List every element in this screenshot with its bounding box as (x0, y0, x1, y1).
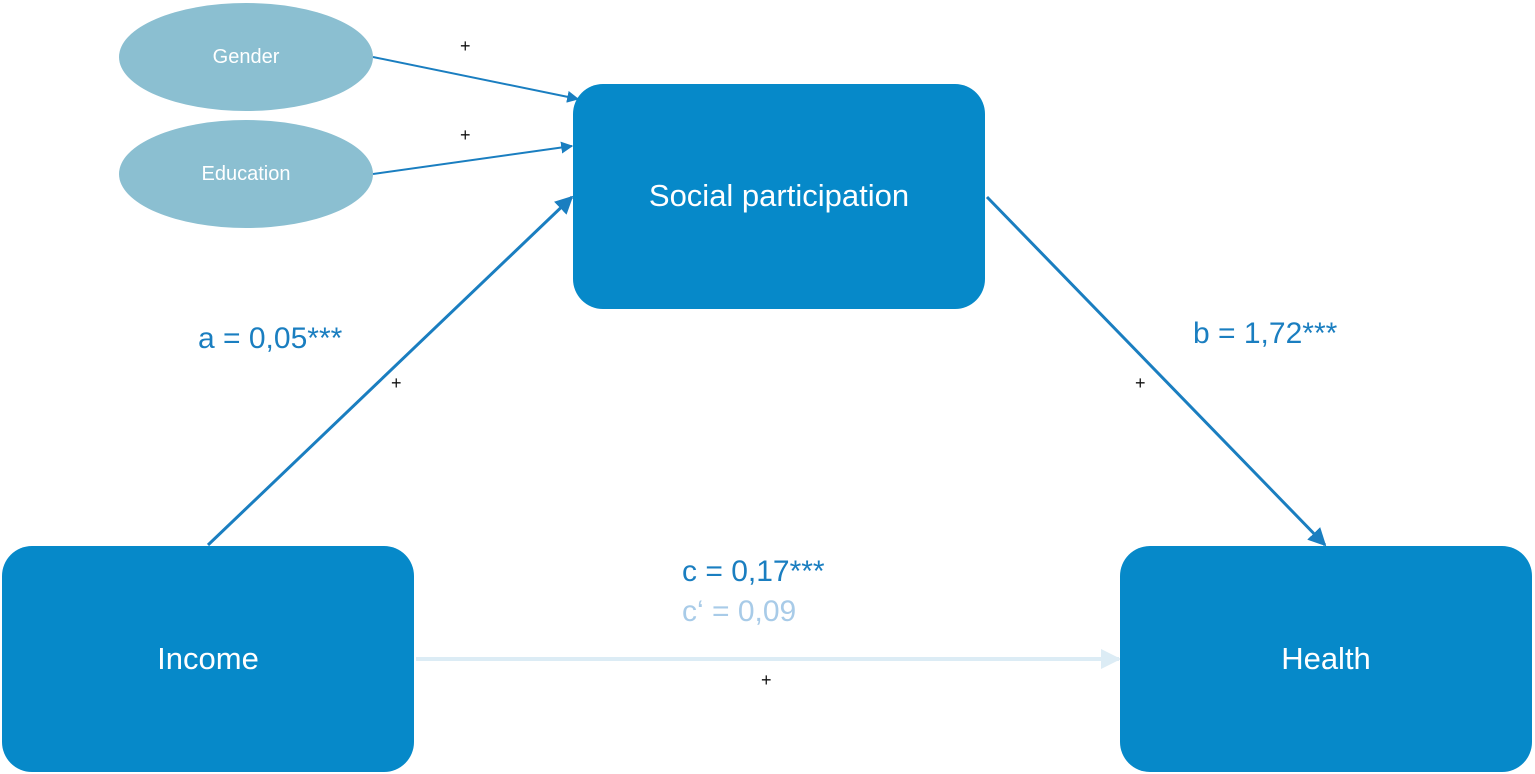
income-label: Income (157, 641, 259, 676)
gender-label: Gender (212, 45, 280, 68)
education-label: Education (201, 162, 291, 185)
path-a-sign: + (391, 373, 402, 393)
gender-path-sign: + (460, 36, 471, 56)
arrow-social-participation-to-health (985, 195, 1327, 547)
education-path-sign: + (460, 125, 471, 145)
path-b-sign: + (1135, 373, 1146, 393)
arrow-income-to-social-participation (206, 195, 574, 547)
path-b-coefficient: b = 1,72*** (1193, 317, 1338, 350)
health-node: Health (1120, 546, 1532, 772)
gender-node: Gender (119, 3, 373, 111)
path-a-coefficient: a = 0,05*** (198, 322, 343, 355)
path-c-direct-coefficient: c‘ = 0,09 (682, 595, 797, 628)
income-node: Income (2, 546, 414, 772)
education-node: Education (119, 120, 373, 228)
social-participation-label: Social participation (648, 177, 910, 213)
arrow-education-to-social-participation (372, 141, 574, 175)
social-participation-node: Social participation (573, 84, 985, 309)
health-label: Health (1281, 641, 1371, 676)
path-c-sign: + (761, 670, 772, 690)
path-c-coefficient: c = 0,17*** (682, 555, 825, 588)
arrow-gender-to-social-participation (372, 56, 580, 103)
